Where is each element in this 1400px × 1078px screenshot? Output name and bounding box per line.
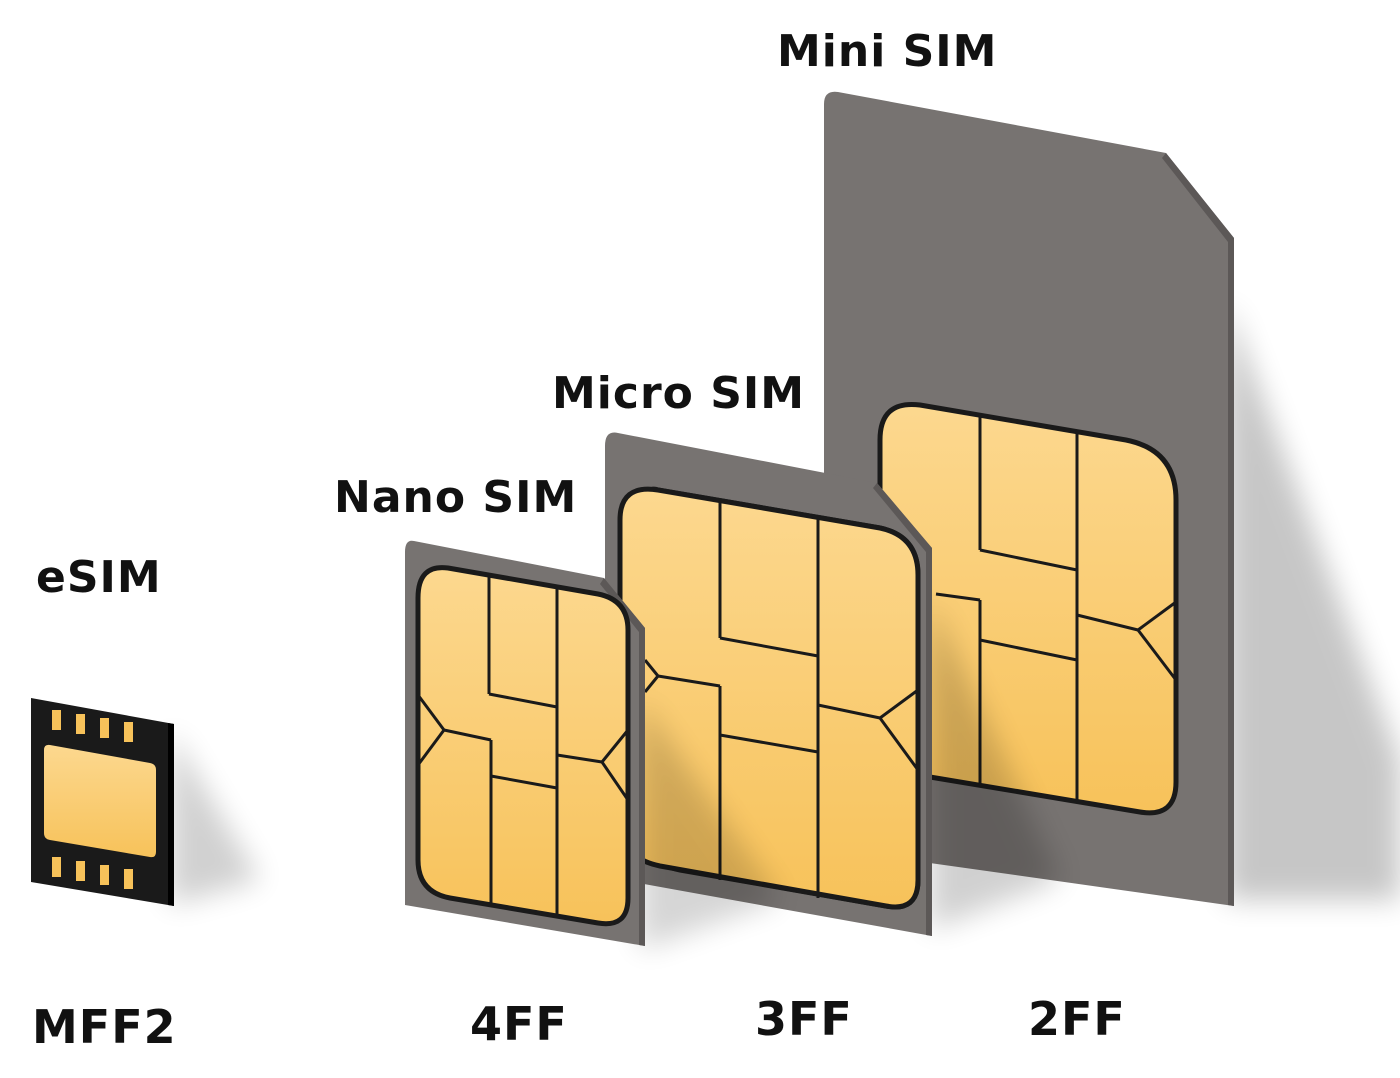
- esim-die-pad: [44, 744, 156, 858]
- mini-sim-shadow: [1226, 300, 1400, 900]
- esim-code-label: MFF2: [32, 1000, 177, 1054]
- esim-chip: [31, 698, 260, 906]
- micro-sim-card: [605, 432, 1060, 936]
- micro-sim-name-label: Micro SIM: [552, 368, 806, 419]
- mini-sim-contact-lines: [935, 417, 1178, 800]
- esim-top-pins: [52, 710, 133, 742]
- mini-sim-name-label: Mini SIM: [777, 26, 998, 77]
- micro-sim-edge: [873, 483, 932, 936]
- esim-shadow: [170, 730, 260, 905]
- nano-sim-shadow: [640, 700, 780, 950]
- nano-sim-card: [405, 540, 780, 950]
- esim-edge: [168, 723, 174, 906]
- nano-sim-name-label: Nano SIM: [334, 472, 578, 523]
- nano-sim-contact-lines: [416, 577, 630, 918]
- micro-sim-contact-lines: [643, 500, 920, 898]
- mini-sim-code-label: 2FF: [1028, 992, 1126, 1046]
- micro-sim-code-label: 3FF: [755, 992, 853, 1046]
- esim-bottom-pins: [52, 857, 133, 889]
- micro-sim-shadow: [930, 600, 1060, 930]
- nano-sim-contact-pad: [415, 565, 631, 927]
- esim-name-label: eSIM: [36, 552, 162, 603]
- nano-sim-edge: [600, 578, 645, 946]
- nano-sim-code-label: 4FF: [470, 997, 568, 1051]
